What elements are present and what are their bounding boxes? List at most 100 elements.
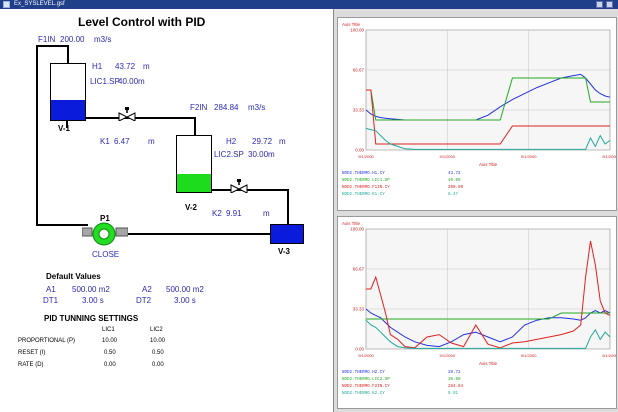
pump-state[interactable]: CLOSE [92,250,120,259]
pid-row-value-lic2[interactable]: 10.00 [150,338,166,344]
legend-value: 30.00 [448,378,461,382]
recycle-pipe-vertical [36,45,38,225]
f1in-unit: m3/s [94,35,112,44]
legend-name: NOD2.THERMO.H1.CY [342,172,385,176]
tank1-outlet-down [66,119,68,128]
series-line [366,240,611,349]
y-tick-label: 0.00 [355,148,364,153]
dt2-value[interactable]: 3.00 s [174,296,196,305]
tank-v2[interactable] [176,135,212,193]
pid-col-lic2: LIC2 [150,327,163,333]
legend-value: 284.84 [448,385,464,389]
x-tick-label: 9/1/2000 [358,353,374,358]
x-tick-label: 9/1/2000 [521,154,537,159]
close-button[interactable] [606,1,613,8]
legend-value: 43.72 [448,172,461,176]
legend-value: 40.00 [448,179,461,183]
pid-row-value-lic1[interactable]: 0.00 [104,362,116,368]
chart-title: Axis Title [342,221,361,226]
pump-label: P1 [100,214,110,223]
valve-k2-icon[interactable] [230,179,248,193]
tank-v2-label: V-2 [185,203,198,212]
tank-v1-label: V-1 [58,124,71,133]
pid-col-lic1: LIC1 [102,327,115,333]
tank-v3[interactable] [270,224,304,244]
dt2-label: DT2 [136,296,152,305]
pump-p1-icon[interactable] [82,222,128,246]
f1in-value[interactable]: 200.00 [60,35,85,44]
legend-value: 200.00 [448,186,464,190]
a2-label: A2 [142,285,152,294]
legend-name: NOD2.THERMO.H2.CY [342,371,385,375]
h2-label: H2 [226,137,237,146]
y-tick-label: 66.67 [353,267,365,272]
pid-row-value-lic2[interactable]: 0.50 [152,350,164,356]
k1-unit: m [148,137,155,146]
f2in-value[interactable]: 284.84 [214,103,239,112]
pid-row-value-lic1[interactable]: 0.50 [104,350,116,356]
pid-row-value-lic1[interactable]: 10.00 [102,338,118,344]
recycle-pipe-bottom [36,224,88,226]
x-axis-title: Axis Title [479,361,498,366]
tank2-inlet-pipe [194,117,196,135]
h1-unit: m [143,62,150,71]
tank2-outlet-pipe [208,189,288,191]
a1-value[interactable]: 500.00 m2 [72,285,110,294]
h2-unit: m [279,137,286,146]
plot-area [365,29,611,151]
series-line [365,127,611,150]
h1-value[interactable]: 43.72 [115,62,136,71]
k2-unit: m [263,209,270,218]
valve-k1-icon[interactable] [118,107,136,121]
a2-value[interactable]: 500.00 m2 [166,285,204,294]
feed-pipe-top [36,45,68,47]
pid-row-label: RESET (I) [18,350,46,356]
f1in-label: F1IN [38,35,56,44]
x-tick-label: 9/1/2000 [521,353,537,358]
k1-value[interactable]: 6.47 [114,137,130,146]
y-tick-label: 66.67 [353,68,365,73]
pump-discharge-pipe [126,233,270,235]
series-line [365,73,611,121]
minimize-button[interactable] [596,1,603,8]
window-titlebar: Ex_SYSLEVEL.gsf [0,0,618,9]
dt1-value[interactable]: 3.00 s [82,296,104,305]
pid-header: PID TUNNING SETTINGS [44,314,139,323]
legend-name: NOD2.THERMO.K2.CY [342,392,385,396]
k2-label: K2 [212,209,222,218]
pid-row-label: RATE (D) [18,362,44,368]
legend-name: NOD2.THERMO.LIC1.SP [342,179,390,183]
h1-label: H1 [92,62,103,71]
pid-row-label: PROPORTIONAL (P) [18,338,76,344]
dt1-label: DT1 [43,296,59,305]
a1-label: A1 [46,285,56,294]
lic1-sp-label: LIC1.SP [90,77,120,86]
pid-row-value-lic2[interactable]: 0.00 [152,362,164,368]
x-tick-label: 9/1/2000 [440,154,456,159]
legend-value: 9.91 [448,392,459,396]
process-schematic: Level Control with PID F1IN 200.00 m3/s … [0,9,333,412]
app-icon [3,1,10,8]
x-tick-label: 9/1/2000 [440,353,456,358]
h2-value[interactable]: 29.72 [252,137,273,146]
feed-pipe-down [67,45,69,63]
y-tick-label: 33.33 [353,108,365,113]
lic1-sp-value[interactable]: 40.00m [118,77,145,86]
series-line [366,89,610,145]
window-title: Ex_SYSLEVEL.gsf [14,1,65,7]
tank3-inlet-pipe [287,189,289,225]
lic2-sp-value[interactable]: 30.00m [248,150,275,159]
tank-v1[interactable] [50,63,86,121]
legend-name: NOD2.THERMO.K1.CY [342,193,385,197]
legend-name: NOD2.THERMO.LIC2.SP [342,378,390,382]
x-axis-title: Axis Title [479,162,498,167]
f2in-unit: m3/s [248,103,266,112]
y-tick-label: 100.00 [350,227,364,232]
tank-v1-level [51,99,85,120]
k2-value[interactable]: 9.91 [226,209,242,218]
series-line [365,319,611,349]
